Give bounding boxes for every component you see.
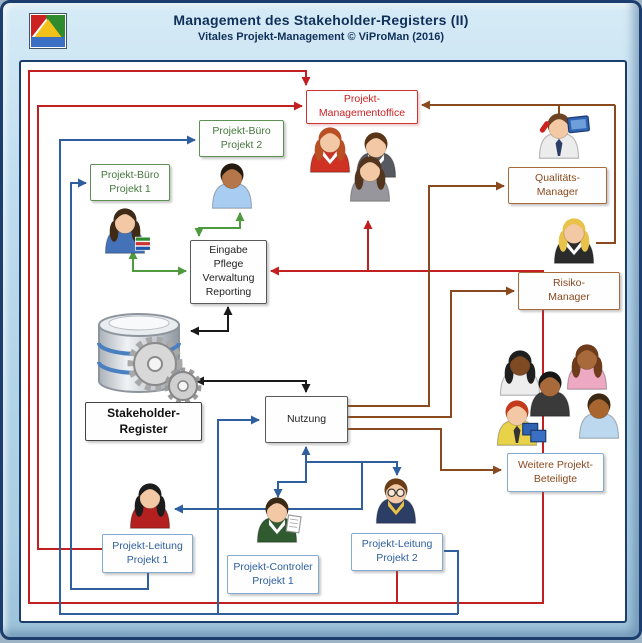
box-projekt-controller-1: Projekt-Controler Projekt 1 xyxy=(227,555,319,594)
box-qualitaets-manager: Qualitäts- Manager xyxy=(508,167,607,204)
box-projekt-buero-2: Projekt-Büro Projekt 2 xyxy=(199,120,284,157)
box-projekt-buero-1: Projekt-Büro Projekt 1 xyxy=(90,164,170,201)
box-projekt-managementoffice: Projekt- Managementoffice xyxy=(306,90,418,124)
box-eingabe-pflege-verwaltung-reporting: Eingabe Pflege Verwaltung Reporting xyxy=(190,240,267,304)
viproman-logo xyxy=(29,13,67,49)
page-title: Management des Stakeholder-Registers (II… xyxy=(173,12,469,28)
window-header: Management des Stakeholder-Registers (II… xyxy=(3,12,639,43)
box-stakeholder-register: Stakeholder- Register xyxy=(85,402,202,441)
box-projekt-leitung-2: Projekt-Leitung Projekt 2 xyxy=(351,533,443,571)
box-risiko-manager: Risiko- Manager xyxy=(518,272,620,310)
box-projekt-leitung-1: Projekt-Leitung Projekt 1 xyxy=(102,534,193,573)
box-nutzung: Nutzung xyxy=(265,396,348,443)
page-subtitle: Vitales Projekt-Management © ViProMan (2… xyxy=(197,31,445,43)
box-weitere-projekt-beteiligte: Weitere Projekt- Beteiligte xyxy=(507,453,604,492)
